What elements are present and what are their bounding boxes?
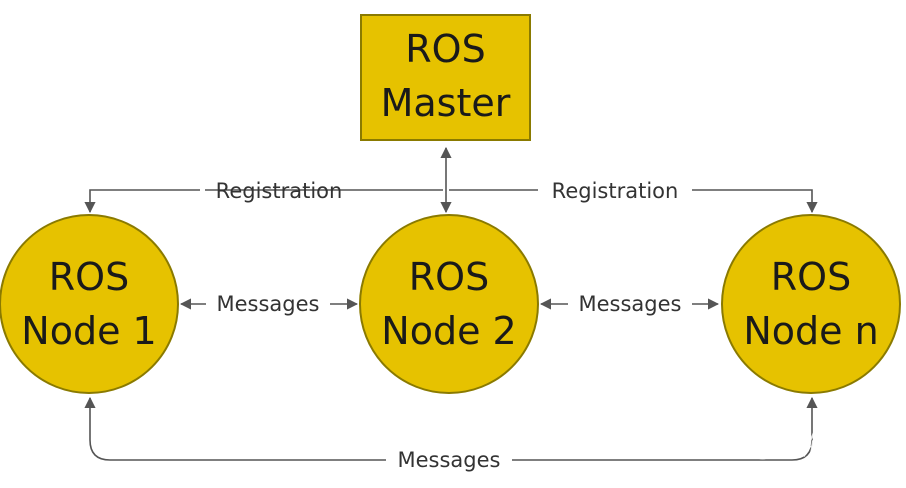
registration-line-right-tail [692, 189, 818, 214]
ros-master-box: ROS Master [360, 14, 531, 141]
watermark-line2: https://blog.csdn.net/dieju8330 [683, 463, 903, 479]
messages-label-bottom: Messages [398, 448, 501, 472]
messages-line-bottom-left [84, 396, 386, 461]
ros-node-2: ROS Node 2 [359, 214, 539, 394]
messages-line-bottom-right [512, 396, 818, 461]
registration-label-left: Registration [216, 179, 343, 203]
noden-label-line1: ROS [771, 255, 851, 299]
node1-label-line1: ROS [49, 255, 129, 299]
master-label-line2: Master [381, 81, 511, 125]
messages-label-1-2: Messages [217, 292, 320, 316]
watermark: 知乎 @上海老金 https://blog.csdn.net/dieju8330 [683, 432, 903, 479]
node1-circle [0, 214, 179, 394]
node1-label-line2: Node 1 [21, 309, 156, 353]
registration-connectors [84, 146, 818, 214]
registration-label-right: Registration [552, 179, 679, 203]
messages-connectors [84, 298, 818, 461]
messages-label-2-n: Messages [579, 292, 682, 316]
noden-label-line2: Node n [743, 309, 878, 353]
watermark-line1: 知乎 @上海老金 [689, 432, 879, 462]
registration-line-left-tail [84, 189, 200, 214]
node2-circle [359, 214, 539, 394]
node2-label-line1: ROS [409, 255, 489, 299]
master-rect [360, 14, 531, 141]
master-label-line1: ROS [405, 27, 485, 71]
noden-circle [721, 214, 901, 394]
ros-node-n: ROS Node n [721, 214, 901, 394]
ros-node-1: ROS Node 1 [0, 214, 179, 394]
node2-label-line2: Node 2 [381, 309, 516, 353]
